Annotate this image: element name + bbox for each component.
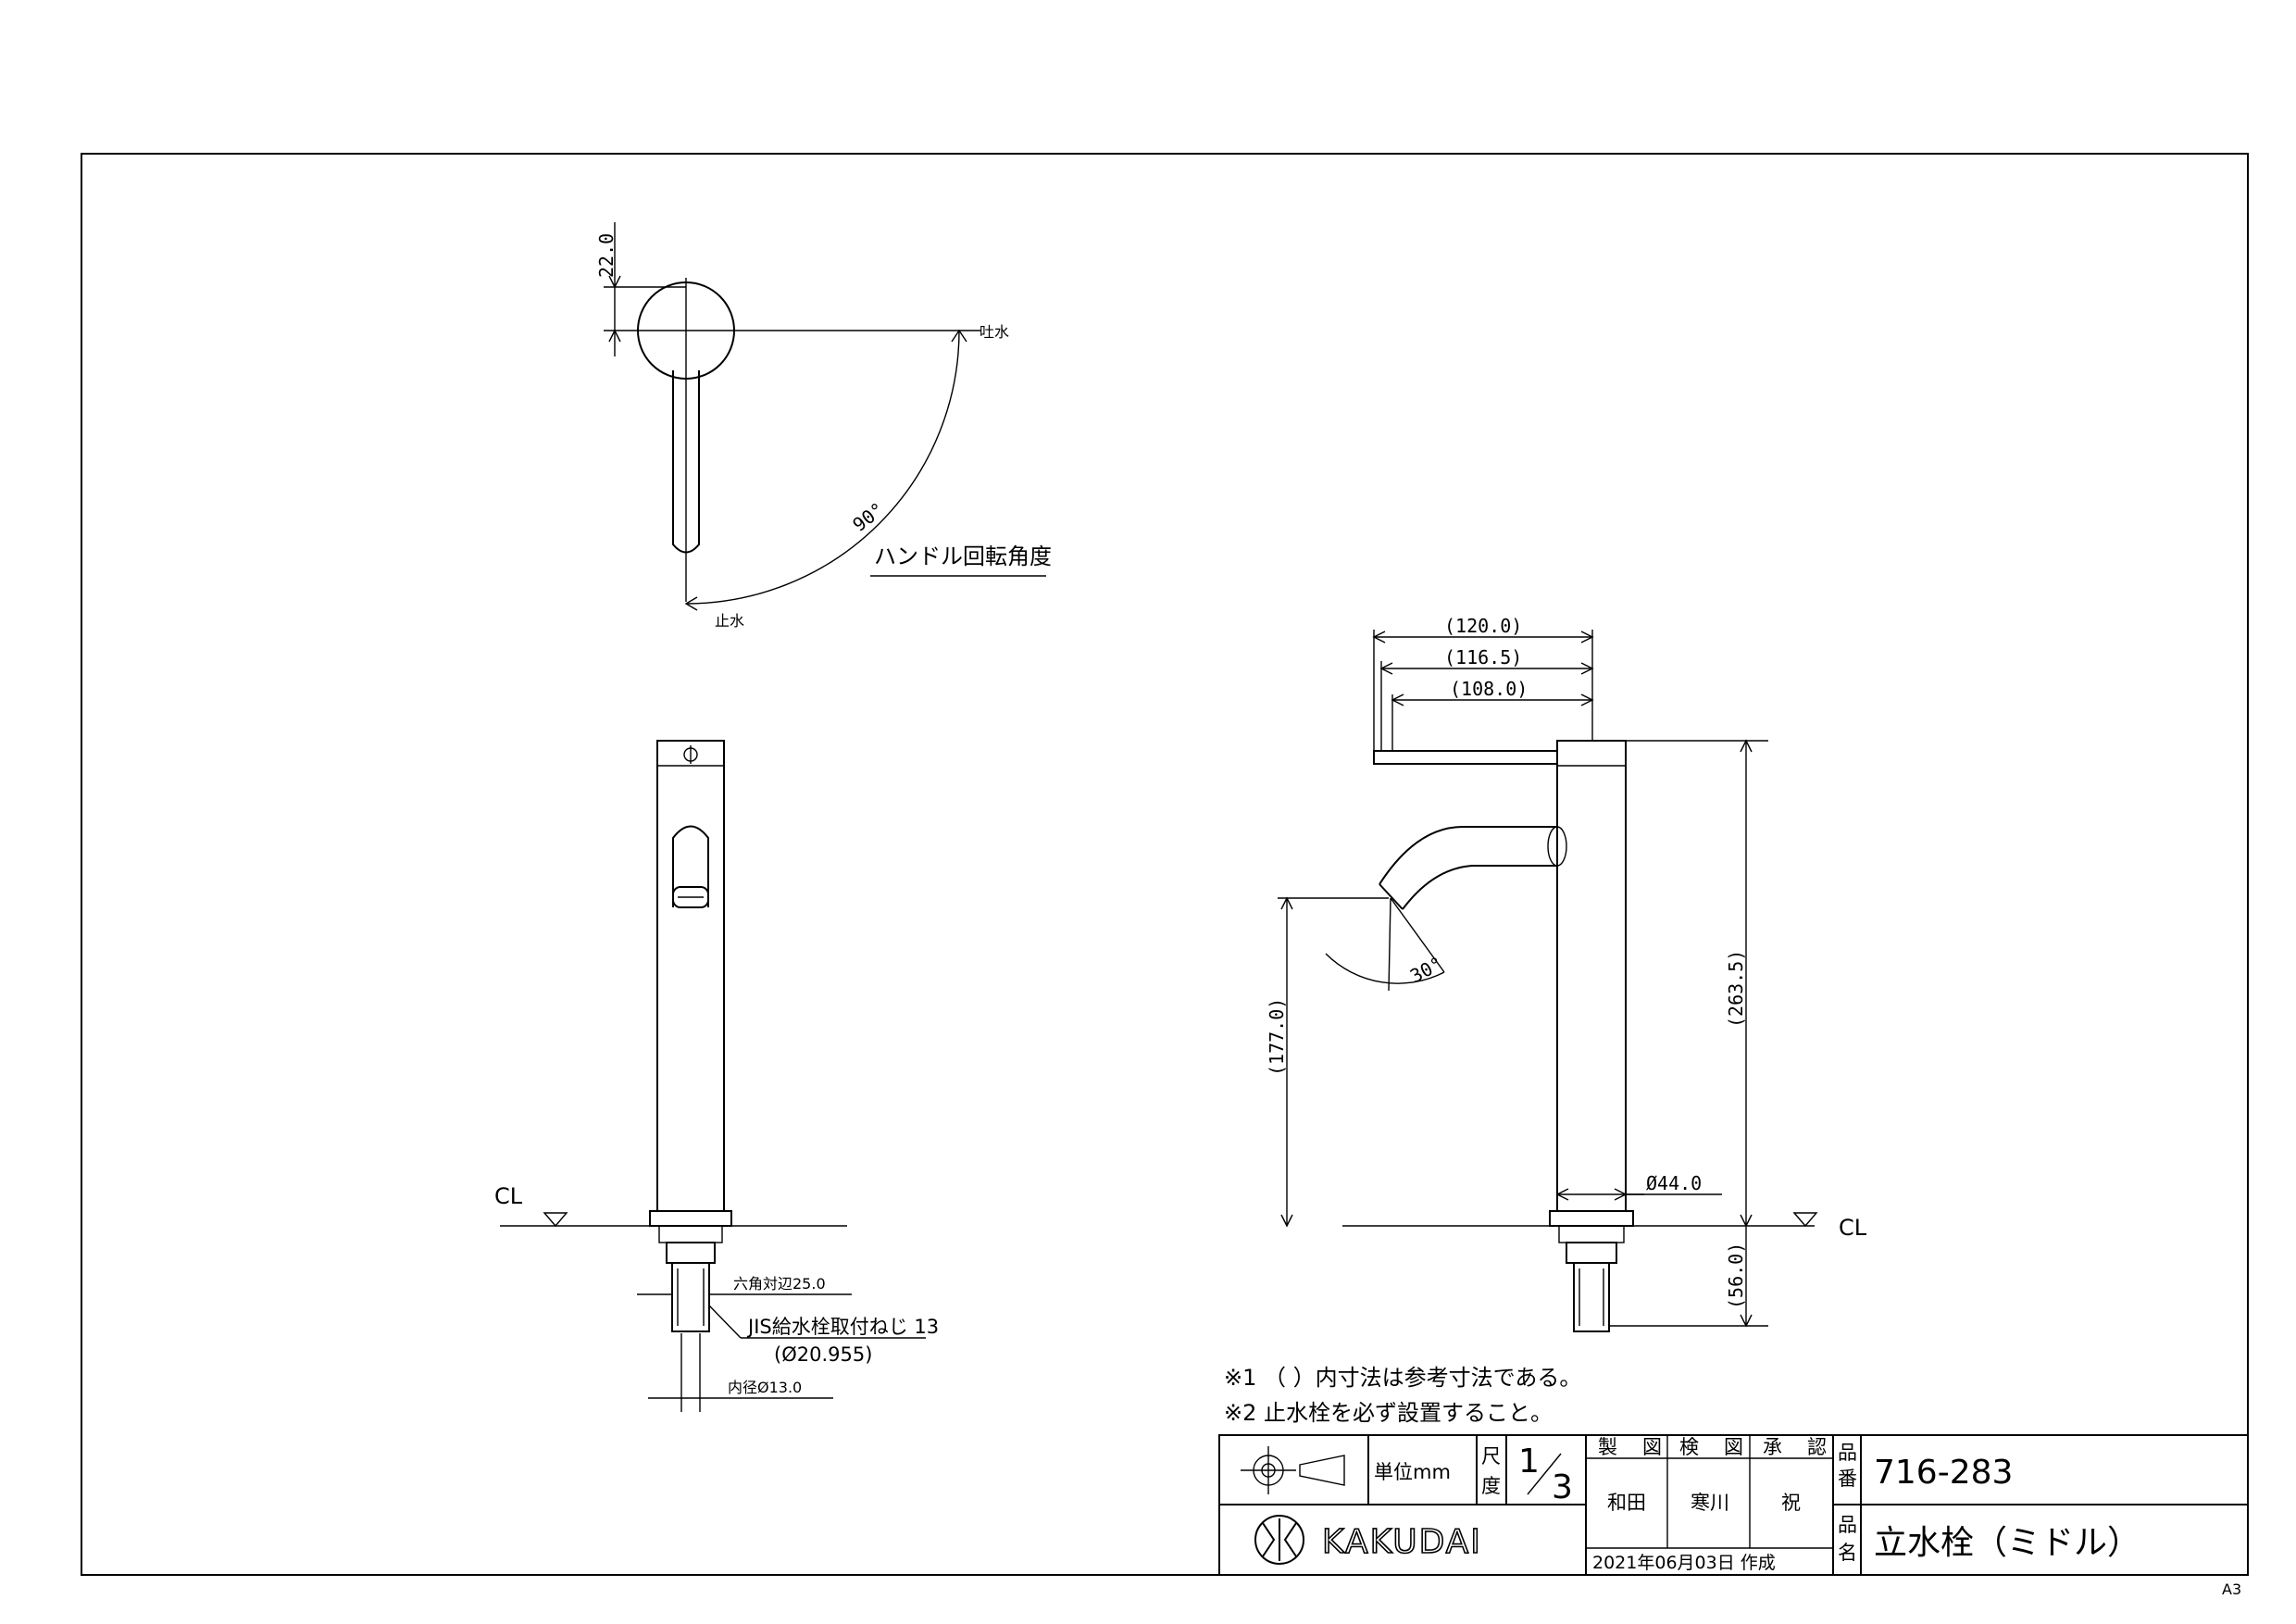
title-block: 単位mm 尺 度 1 3 製 図 検 図 承 認 和田 寒川 祝 2021年06… bbox=[1218, 1434, 2249, 1576]
side-hex-nut bbox=[1566, 1242, 1617, 1264]
scale-denominator: 3 bbox=[1552, 1468, 1573, 1506]
pn-label-1: 品 bbox=[1838, 1442, 1857, 1464]
kakudai-logo-icon bbox=[1254, 1515, 1304, 1565]
top-dim-22: 22.0 bbox=[595, 233, 618, 278]
hex-size: 六角対辺25.0 bbox=[733, 1275, 826, 1293]
product-name: 立水栓（ミドル） bbox=[1874, 1524, 2140, 1562]
angle-90: 90° bbox=[848, 498, 888, 536]
drawing-date: 2021年06月03日 作成 bbox=[1592, 1553, 1776, 1573]
made-by: 和田 bbox=[1607, 1492, 1646, 1514]
front-hex-nut bbox=[666, 1242, 716, 1264]
thread-spec: JIS給水栓取付ねじ 13 bbox=[746, 1316, 939, 1338]
header-check-1: 検 bbox=[1679, 1436, 1699, 1458]
label-spout: 吐水 bbox=[980, 323, 1009, 341]
front-spout-slot bbox=[672, 825, 709, 907]
dim-diameter: Ø44.0 bbox=[1646, 1172, 1702, 1194]
side-cl: CL bbox=[1839, 1215, 1867, 1241]
dim-width-108: (108.0) bbox=[1450, 678, 1528, 700]
pn-label-2: 番 bbox=[1838, 1468, 1857, 1490]
name-label-2: 名 bbox=[1838, 1542, 1857, 1564]
part-number: 716-283 bbox=[1874, 1454, 2013, 1492]
side-spout-top bbox=[1379, 826, 1557, 885]
front-cl: CL bbox=[494, 1183, 523, 1209]
dim-height-spout: (177.0) bbox=[1266, 998, 1288, 1076]
side-view: 30° CL (120.0) (116.5) (108.0) (263.5) bbox=[1266, 615, 1867, 1332]
thread-diameter: (Ø20.955) bbox=[774, 1343, 872, 1366]
top-view: 22.0 吐水 止水 90° ハンドル回転角度 bbox=[595, 222, 1052, 630]
dim-below-counter: (56.0) bbox=[1725, 1243, 1747, 1309]
header-made-2: 図 bbox=[1642, 1436, 1662, 1458]
inner-diameter: 内径Ø13.0 bbox=[728, 1379, 802, 1396]
paper-size: A3 bbox=[2222, 1580, 2241, 1598]
side-thread-pipe bbox=[1573, 1262, 1610, 1332]
brand-name: KAKUDAI bbox=[1322, 1523, 1482, 1561]
rotation-arc bbox=[685, 330, 960, 605]
name-label-1: 品 bbox=[1838, 1514, 1857, 1536]
scale-label-1: 尺 bbox=[1481, 1445, 1501, 1468]
unit-label: 単位mm bbox=[1374, 1461, 1451, 1483]
side-spout-bottom bbox=[1402, 865, 1557, 910]
projection-symbol-icon bbox=[1241, 1446, 1345, 1494]
front-aerator bbox=[672, 886, 709, 908]
checked-by: 寒川 bbox=[1691, 1492, 1729, 1514]
side-handle-lever bbox=[1373, 750, 1558, 765]
scale-label-2: 度 bbox=[1481, 1475, 1501, 1497]
spray-angle-arc bbox=[1325, 953, 1445, 984]
front-thread-pipe bbox=[671, 1262, 710, 1332]
header-approve-2: 認 bbox=[1807, 1436, 1827, 1458]
header-check-2: 図 bbox=[1724, 1436, 1743, 1458]
label-stop: 止水 bbox=[715, 612, 744, 630]
dim-width-116: (116.5) bbox=[1444, 646, 1522, 668]
rotation-caption: ハンドル回転角度 bbox=[874, 543, 1052, 569]
dim-height-total: (263.5) bbox=[1725, 950, 1747, 1028]
note-2: ※2 止水栓を必ず設置すること。 bbox=[1224, 1400, 1553, 1426]
side-body bbox=[1556, 740, 1627, 1212]
side-base-flange bbox=[1549, 1210, 1634, 1227]
front-view: CL 六角対辺25.0 JIS給水栓取付ねじ 13 (Ø20.955) 内径Ø1… bbox=[494, 740, 939, 1412]
sheet-border bbox=[81, 153, 2249, 1576]
header-approve-1: 承 bbox=[1763, 1436, 1782, 1458]
side-cl-triangle bbox=[1792, 1212, 1818, 1228]
dim-width-120: (120.0) bbox=[1444, 615, 1522, 637]
header-made-1: 製 bbox=[1598, 1436, 1617, 1458]
front-body bbox=[656, 740, 725, 1212]
approved-by: 祝 bbox=[1781, 1492, 1801, 1514]
scale-numerator: 1 bbox=[1518, 1443, 1540, 1480]
note-1: ※1 （ ）内寸法は参考寸法である。 bbox=[1224, 1365, 1581, 1391]
front-base-flange bbox=[649, 1210, 732, 1227]
front-cl-triangle bbox=[543, 1212, 568, 1228]
